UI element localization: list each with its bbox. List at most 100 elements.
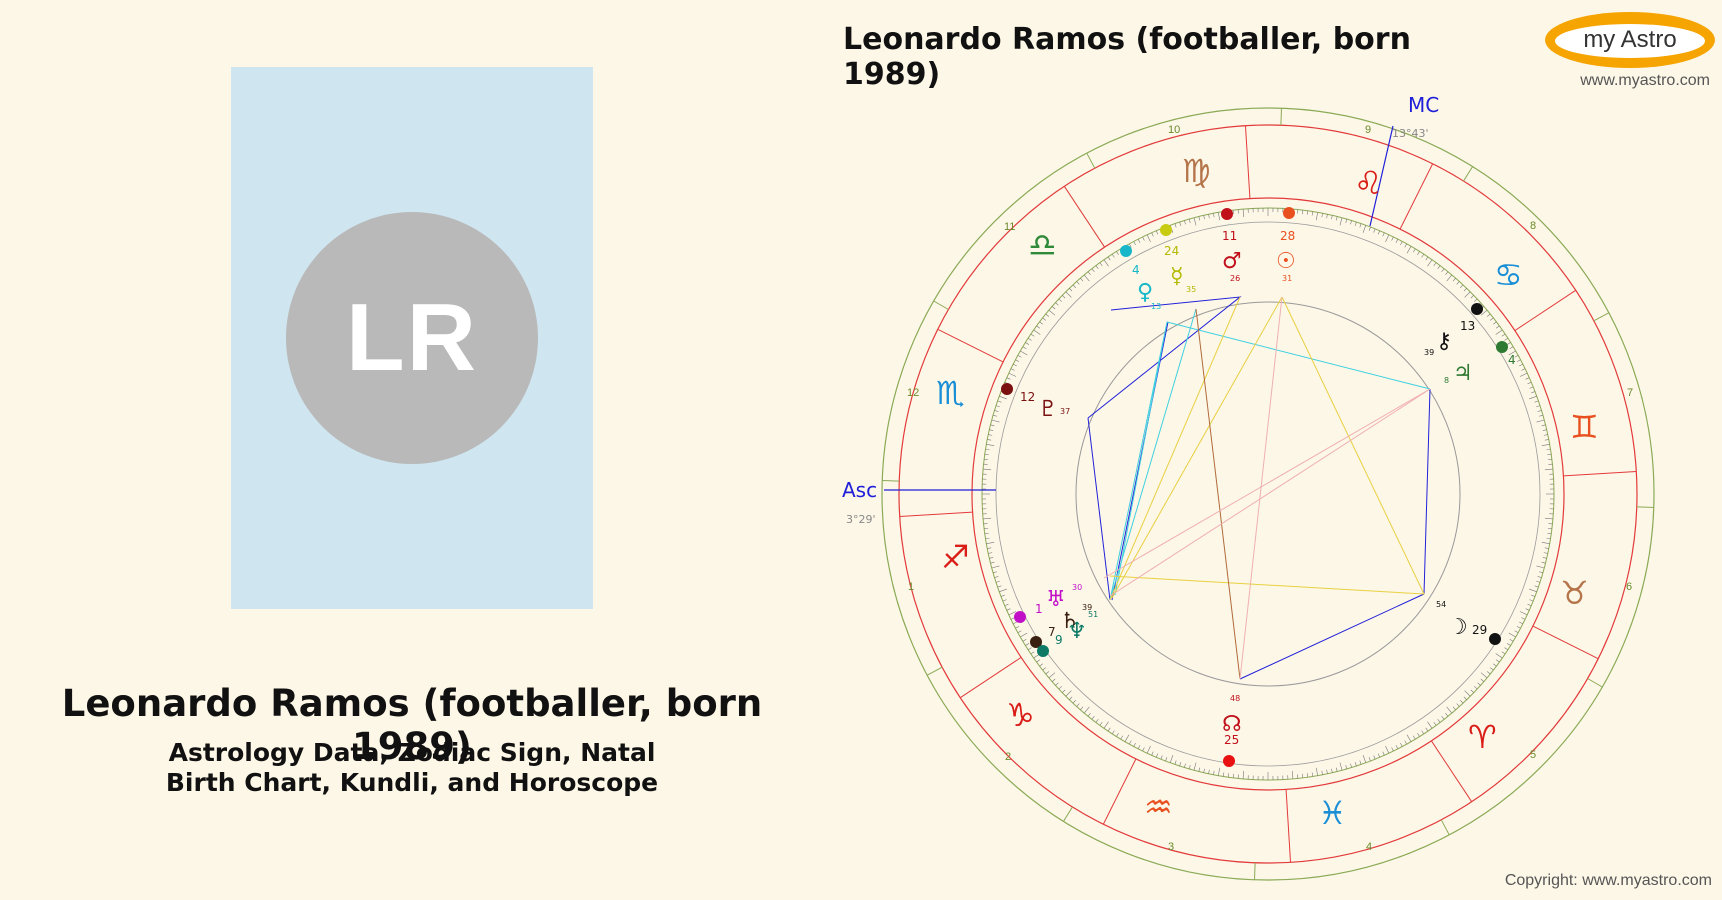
saturn-minutes: 39 — [1082, 603, 1092, 612]
degree-tick — [1045, 313, 1050, 317]
degree-tick — [1544, 468, 1553, 471]
degree-tick — [1516, 359, 1521, 362]
site-url-link[interactable]: www.myastro.com — [1580, 72, 1710, 89]
degree-tick — [1015, 359, 1020, 362]
aspect-line-yellow-3 — [1111, 296, 1283, 599]
degree-tick — [1547, 532, 1552, 535]
avatar-initials: LR — [346, 284, 478, 391]
sign-boundary-line — [1430, 740, 1473, 802]
degree-tick — [1291, 770, 1294, 779]
degree-tick — [1339, 762, 1343, 771]
chart-title: Leonardo Ramos (footballer, born 1989) — [843, 22, 1411, 92]
planets: 28 ☉ 31 11 ♂ 26 24 ☿ 35 4 ♀ 13 13 ⚷ 39 4… — [1001, 207, 1516, 767]
chiron-icon[interactable]: ⚷ — [1436, 329, 1452, 354]
degree-tick — [1504, 647, 1509, 651]
degree-tick — [1042, 317, 1046, 321]
degree-tick — [991, 419, 1000, 423]
degree-tick — [1339, 217, 1343, 226]
mars-icon[interactable]: ♂ — [1222, 249, 1242, 274]
degree-tick — [1445, 712, 1449, 717]
saturn-icon[interactable]: ♄ — [1060, 609, 1080, 634]
degree-tick — [1151, 751, 1154, 756]
house-cusp-line — [1587, 678, 1603, 688]
sign-boundary-line — [1399, 163, 1434, 230]
degree-tick — [994, 576, 999, 578]
asc-degree: 3°29' — [846, 513, 876, 526]
house-number-9: 9 — [1365, 124, 1371, 136]
chiron-degree: 13 — [1460, 319, 1475, 333]
uranus-icon[interactable]: ♅ — [1046, 587, 1066, 612]
degree-tick — [1521, 368, 1526, 371]
degree-tick — [1470, 295, 1474, 299]
pluto-icon[interactable]: ♇ — [1038, 397, 1058, 422]
degree-tick — [1425, 727, 1429, 732]
degree-tick — [1421, 253, 1425, 258]
moon-icon[interactable]: ☽ — [1448, 615, 1468, 640]
degree-tick — [985, 448, 990, 451]
uranus-minutes: 30 — [1072, 583, 1082, 592]
sun-icon[interactable]: ☉ — [1276, 249, 1296, 274]
degree-tick — [1065, 291, 1072, 298]
degree-tick — [1544, 439, 1549, 441]
sign-pisces-icon: ♓ — [1318, 794, 1347, 832]
degree-tick — [1000, 594, 1005, 597]
degree-tick — [1129, 243, 1132, 248]
degree-tick — [988, 552, 993, 554]
degree-tick — [1490, 317, 1494, 321]
degree-tick — [1048, 672, 1056, 679]
jupiter-icon[interactable]: ♃ — [1453, 361, 1473, 386]
degree-tick — [1527, 381, 1532, 385]
degree-tick — [1474, 298, 1478, 302]
degree-tick — [992, 571, 998, 574]
degree-tick — [1486, 671, 1491, 675]
aspect-line-cyan-2 — [1109, 321, 1168, 601]
degree-tick — [1490, 667, 1494, 671]
degree-tick — [1446, 706, 1453, 714]
degree-tick — [1051, 306, 1056, 310]
uranus-degree: 1 — [1035, 602, 1043, 616]
degree-tick — [1400, 241, 1403, 246]
sun-minutes: 31 — [1282, 274, 1292, 283]
mercury-icon[interactable]: ☿ — [1170, 264, 1184, 289]
neptune-icon[interactable]: ♆ — [1067, 619, 1087, 644]
sign-leo-icon: ♌ — [1354, 164, 1383, 202]
sun-dot — [1283, 207, 1295, 219]
pluto-dot — [1001, 383, 1013, 395]
asc-label: Asc — [842, 478, 877, 502]
degree-tick — [1544, 547, 1549, 549]
degree-tick — [1008, 372, 1017, 377]
degree-tick — [1441, 716, 1445, 720]
moon-dot — [1489, 633, 1501, 645]
house-cusp-line — [1593, 312, 1610, 322]
degree-tick — [1208, 214, 1210, 219]
degree-tick — [990, 424, 995, 427]
degree-tick — [1541, 561, 1546, 564]
degree-tick — [1373, 755, 1376, 760]
degree-tick — [1354, 762, 1357, 767]
myastro-logo[interactable]: my Astro — [1545, 12, 1715, 68]
degree-tick — [1091, 268, 1095, 272]
degree-tick — [1474, 686, 1478, 690]
degree-tick — [1536, 419, 1545, 423]
degree-tick — [1417, 251, 1420, 256]
degree-tick — [1030, 333, 1035, 337]
degree-tick — [995, 580, 1000, 583]
sign-boundary-line — [1532, 625, 1599, 660]
venus-dot — [1120, 245, 1132, 257]
degree-tick — [1441, 268, 1445, 272]
degree-tick — [1527, 603, 1532, 607]
degree-tick — [1538, 414, 1544, 417]
node-icon[interactable]: ☊ — [1222, 712, 1242, 737]
degree-tick — [988, 434, 993, 436]
degree-tick — [1103, 721, 1109, 729]
aspect-line-cyan-3 — [1109, 308, 1197, 601]
aspect-line-pink-1 — [1239, 296, 1283, 680]
degree-tick — [1519, 611, 1528, 616]
degree-tick — [1463, 696, 1467, 700]
degree-tick — [1437, 719, 1441, 723]
degree-tick — [1107, 727, 1111, 732]
venus-icon[interactable]: ♀ — [1137, 280, 1153, 305]
house-cusp-line — [1280, 108, 1282, 126]
aspect-line-cyan-1 — [1166, 321, 1431, 390]
